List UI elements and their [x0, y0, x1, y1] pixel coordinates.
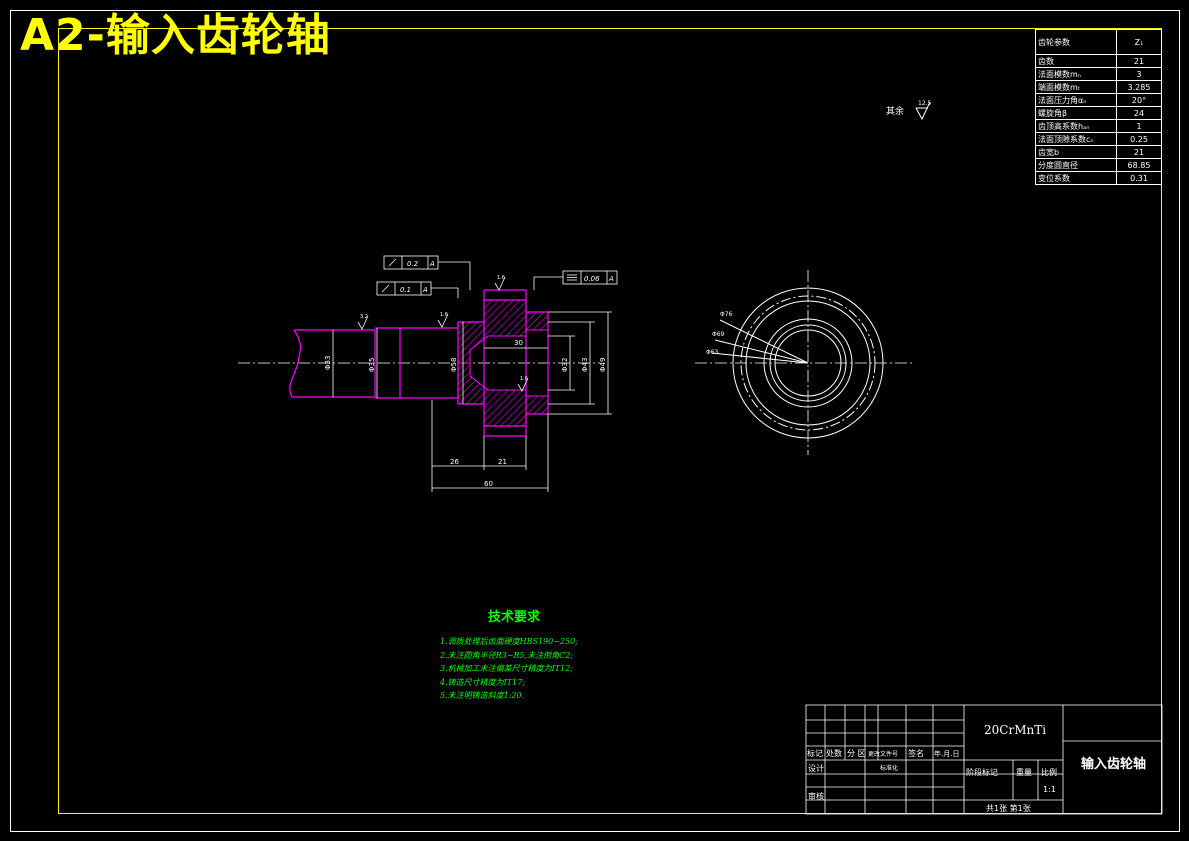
- tolerance-frames: [376, 255, 618, 298]
- dim-c69: Φ69: [712, 331, 725, 338]
- tolerance-symbols: [381, 258, 577, 293]
- roughness-values: 3.2 1.6 1.6 1.6: [360, 275, 528, 382]
- side-view-dims: Φ76 Φ69 Φ63: [706, 311, 733, 356]
- hatched-section: [457, 299, 549, 427]
- other-roughness-label: 其余: [886, 107, 905, 117]
- sheet-title: A2-输入齿轮轴: [20, 10, 331, 61]
- dim-d58: Φ58: [450, 358, 458, 372]
- title-block-grid: [805, 704, 1163, 815]
- title-block: 20CrMnTi 输入齿轮轴 标记 处数 分 区 更改文件号 签名 年.月.日 …: [806, 705, 1162, 814]
- drawing-border: [58, 28, 1162, 814]
- col-date: 年.月.日: [934, 750, 960, 758]
- dim-d32: Φ32: [561, 358, 569, 372]
- roughness-symbols: [357, 276, 529, 392]
- col-count: 处数: [826, 749, 842, 758]
- scale-label: 比例: [1041, 768, 1057, 777]
- col-zone: 分 区: [847, 749, 866, 758]
- roughness-value: 1.6: [520, 376, 528, 382]
- dim-c63: Φ63: [706, 349, 719, 356]
- side-view: [711, 287, 884, 439]
- roughness-value: 1.6: [440, 312, 448, 318]
- tech-line: 3.机械加工未注偏差尺寸精度为IT12;: [440, 664, 574, 673]
- tech-line: 5.未注明铸造斜度1:20.: [440, 691, 525, 700]
- standardize-label: 标准化: [880, 765, 899, 772]
- col-doc: 更改文件号: [868, 751, 899, 758]
- review-label: 审核: [808, 792, 824, 801]
- other-roughness-value: 12.5: [918, 100, 932, 107]
- col-mark: 标记: [807, 749, 823, 758]
- stage-mark-label: 阶段标记: [966, 768, 998, 777]
- weight-label: 重量: [1016, 768, 1032, 777]
- tech-line: 1.调质处理后齿面硬度HBS190~250;: [440, 637, 578, 646]
- dim-d35: Φ35: [368, 358, 376, 372]
- dim-len26: 26: [450, 458, 459, 466]
- roughness-symbol-other: [915, 101, 931, 121]
- sheet-count: 共1张 第1张: [986, 804, 1031, 813]
- dim-len30: 30: [514, 339, 523, 347]
- param-value: 21: [1116, 145, 1162, 159]
- tol-runout-2-datum: A: [422, 286, 428, 294]
- dim-d43: Φ43: [581, 358, 589, 372]
- technical-requirements: 技术要求 1.调质处理后齿面硬度HBS190~250; 2.未注圆角半径R3~R…: [440, 606, 578, 703]
- tech-line: 2.未注圆角半径R3~R5,未注倒角C2;: [440, 650, 574, 660]
- dim-len21: 21: [498, 458, 507, 466]
- tol-runout-1: 0.2: [407, 260, 419, 268]
- dim-len60: 60: [484, 480, 493, 488]
- tol-symmetry-datum: A: [608, 275, 614, 283]
- part-name: 输入齿轮轴: [1081, 757, 1147, 772]
- roughness-value: 3.2: [360, 314, 368, 320]
- tol-runout-1-datum: A: [429, 260, 435, 268]
- tech-title: 技术要求: [488, 610, 541, 625]
- dim-c76: Φ76: [720, 311, 733, 318]
- param-value: 0.31: [1116, 171, 1162, 185]
- tol-symmetry: 0.06: [584, 275, 600, 283]
- dim-d49: Φ49: [599, 358, 607, 372]
- dimension-lines: [332, 311, 612, 492]
- other-roughness-note: 其余: [886, 104, 904, 117]
- designer-label: 设计: [808, 764, 824, 773]
- tech-line: 4.铸造尺寸精度为IT17;: [440, 677, 526, 687]
- drawing-frame: [10, 10, 1180, 832]
- dimension-texts: Φ33 Φ35 Φ58 Φ32 Φ43 Φ49 30 26 21 60: [324, 339, 607, 488]
- tolerance-texts: 0.2 A 0.1 A 0.06 A: [400, 260, 614, 294]
- centerline: [238, 270, 915, 455]
- material: 20CrMnTi: [984, 723, 1047, 737]
- scale-value: 1:1: [1043, 785, 1056, 794]
- dim-d33: Φ33: [324, 356, 332, 370]
- roughness-value: 1.6: [497, 275, 505, 281]
- tol-runout-2: 0.1: [400, 286, 411, 294]
- col-sign: 签名: [908, 749, 924, 758]
